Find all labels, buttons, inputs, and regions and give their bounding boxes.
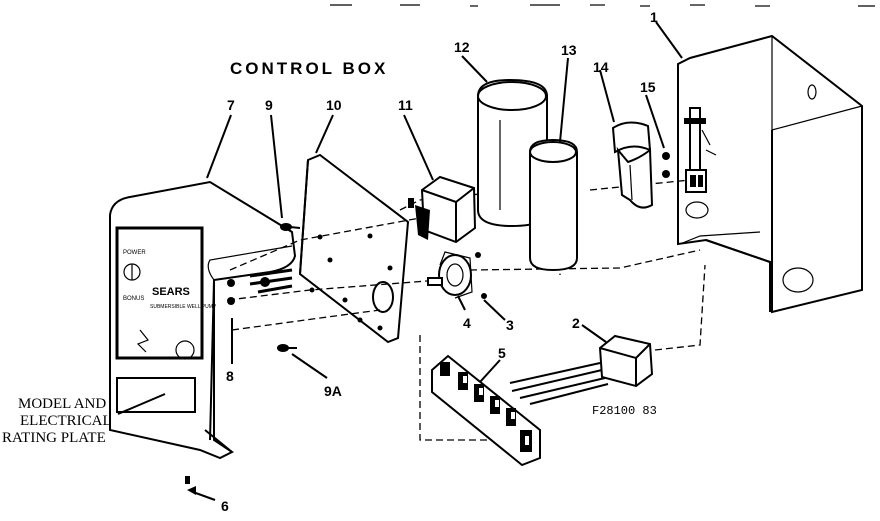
label-part-9: 9 [265, 97, 273, 113]
label-part-3: 3 [506, 317, 514, 333]
front-product-text: SUBMERSIBLE WELL PUMP [150, 304, 217, 310]
power-cord [509, 334, 654, 405]
capacitor-clamp [611, 121, 654, 209]
switch-component [427, 251, 487, 299]
screws [185, 223, 301, 484]
clamp-screws [662, 152, 670, 178]
front-brand-text: SEARS [152, 286, 190, 298]
diagram-title: CONTROL BOX [230, 59, 388, 78]
leader-lines [117, 21, 683, 501]
scan-artifacts [330, 4, 875, 7]
label-part-15: 15 [640, 79, 656, 95]
part-number-labels: 7 9 10 11 12 13 14 15 1 4 3 2 5 8 9A 6 [221, 9, 658, 514]
figure-code: F28100 83 [592, 404, 657, 418]
front-knob [175, 340, 195, 360]
label-part-6: 6 [221, 498, 229, 514]
front-left-top-text: POWER [123, 250, 146, 256]
caption-line-1: MODEL AND [18, 396, 106, 412]
plate-hole [372, 281, 394, 313]
terminal-block [431, 354, 541, 467]
model-plate [116, 377, 196, 413]
label-part-1: 1 [650, 9, 658, 25]
label-part-9a: 9A [324, 383, 342, 399]
label-part-10: 10 [326, 97, 342, 113]
caption-line-3: RATING PLATE [2, 430, 106, 446]
front-cover: POWER BONUS SEARS SUBMERSIBLE WELL PUMP [109, 180, 297, 460]
label-part-2: 2 [572, 315, 580, 331]
label-part-5: 5 [498, 345, 506, 361]
relay [408, 175, 477, 244]
label-part-7: 7 [227, 97, 235, 113]
label-part-11: 11 [398, 97, 413, 113]
label-part-13: 13 [561, 42, 577, 58]
label-part-12: 12 [454, 39, 470, 55]
small-capacitor [529, 138, 578, 272]
label-part-14: 14 [593, 59, 609, 75]
label-part-8: 8 [226, 368, 234, 384]
model-plate-caption: MODEL AND ELECTRICAL RATING PLATE [2, 396, 112, 446]
front-left-bottom-text: BONUS [123, 296, 144, 302]
housing [677, 34, 863, 314]
mounting-plate [298, 153, 410, 344]
label-part-4: 4 [463, 315, 471, 331]
caption-line-2: ELECTRICAL [20, 413, 112, 429]
